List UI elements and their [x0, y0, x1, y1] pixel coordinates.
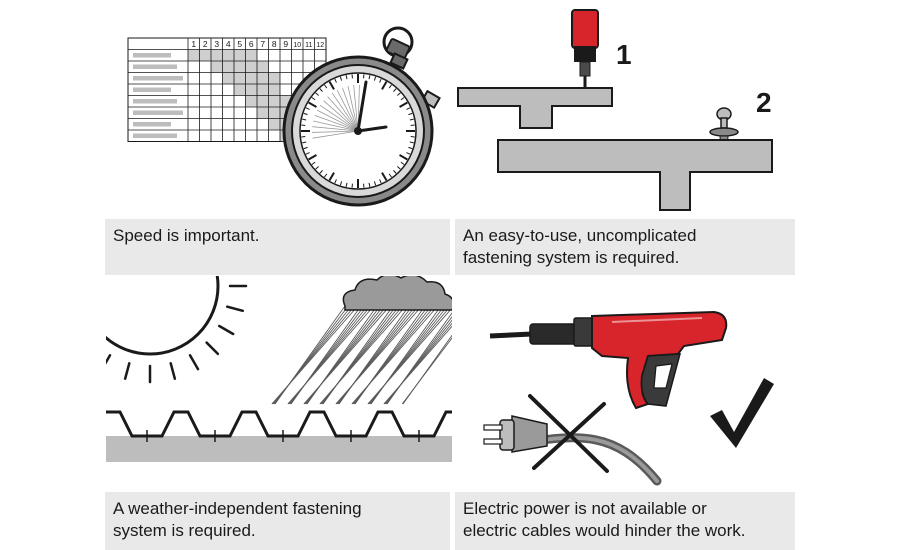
corrugated-deck	[106, 410, 452, 462]
caption-no-power: Electric power is not available or elect…	[455, 492, 795, 550]
step-label-1: 1	[616, 39, 632, 70]
rain-cloud-icon	[271, 276, 452, 405]
grid-column-label: 7	[260, 39, 265, 49]
grid-column-label: 4	[226, 39, 231, 49]
caption-speed: Speed is important.	[105, 219, 450, 275]
caption-weather: A weather-independent fastening system i…	[105, 492, 450, 550]
checkmark-icon	[710, 378, 774, 448]
cross-icon	[528, 394, 609, 473]
caption-weather-line-2: system is required.	[113, 521, 256, 540]
t-beam-upper	[457, 87, 613, 129]
caption-speed-line-1: Speed is important.	[113, 226, 260, 245]
caption-easy-fastening-line-1: An easy-to-use, uncomplicated	[463, 226, 697, 245]
easy-fastening-illustration: 1 2	[457, 9, 773, 211]
fastener-tool-tip	[571, 9, 599, 90]
powder-actuated-tool-icon	[489, 310, 728, 410]
t-beam-lower	[497, 139, 773, 211]
caption-easy-fastening-line-2: fastening system is required.	[463, 248, 680, 267]
grid-column-label: 9	[283, 39, 288, 49]
grid-column-label: 2	[203, 39, 208, 49]
grid-column-label: 3	[214, 39, 219, 49]
caption-no-power-line-2: electric cables would hinder the work.	[463, 521, 746, 540]
grid-column-label: 5	[237, 39, 242, 49]
weather-illustration	[106, 276, 452, 462]
grid-column-label: 6	[249, 39, 254, 49]
sun-icon	[106, 276, 248, 384]
no-power-illustration	[483, 310, 774, 486]
caption-no-power-line-1: Electric power is not available or	[463, 499, 707, 518]
grid-column-label: 8	[272, 39, 277, 49]
grid-column-label: 1	[191, 39, 196, 49]
grid-column-label: 11	[305, 42, 312, 49]
caption-easy-fastening: An easy-to-use, uncomplicated fastening …	[455, 219, 795, 275]
power-plug-icon	[483, 415, 662, 486]
grid-column-label: 10	[293, 42, 301, 49]
step-label-2: 2	[756, 87, 772, 118]
stopwatch-icon	[282, 26, 441, 207]
grid-column-label: 12	[316, 42, 324, 49]
caption-weather-line-1: A weather-independent fastening	[113, 499, 362, 518]
